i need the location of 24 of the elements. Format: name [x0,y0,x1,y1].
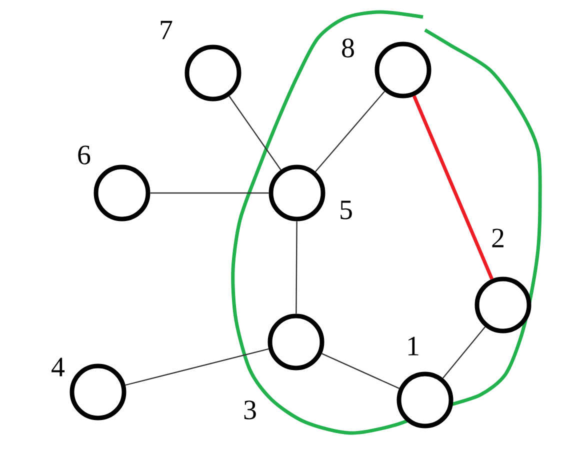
vertex-number: 7 [160,20,172,40]
edge-line [442,326,486,379]
edge-line [315,91,386,172]
graph-vertex [268,314,324,370]
graph-vertex [94,164,150,222]
graph-vertex [184,44,242,102]
vertex-number: 3 [244,400,256,420]
graph-vertex [396,372,454,428]
edge-line [296,221,298,314]
edge-line [412,95,494,280]
vertex-number: 2 [492,228,504,248]
edge-line [150,192,269,194]
vertex-number: 6 [78,146,90,164]
vertex-number: 5 [340,200,352,220]
graph-vertex [70,364,126,420]
graph-vertex [374,42,432,98]
vertex-number: 1 [408,336,418,356]
edge-line [228,96,282,170]
vertex-number: 4 [52,358,65,376]
vertex-number: 8 [342,38,354,58]
graph-vertex [268,164,326,222]
edge-line [322,353,400,389]
graph-vertex [474,276,532,334]
edge-line [125,348,269,386]
